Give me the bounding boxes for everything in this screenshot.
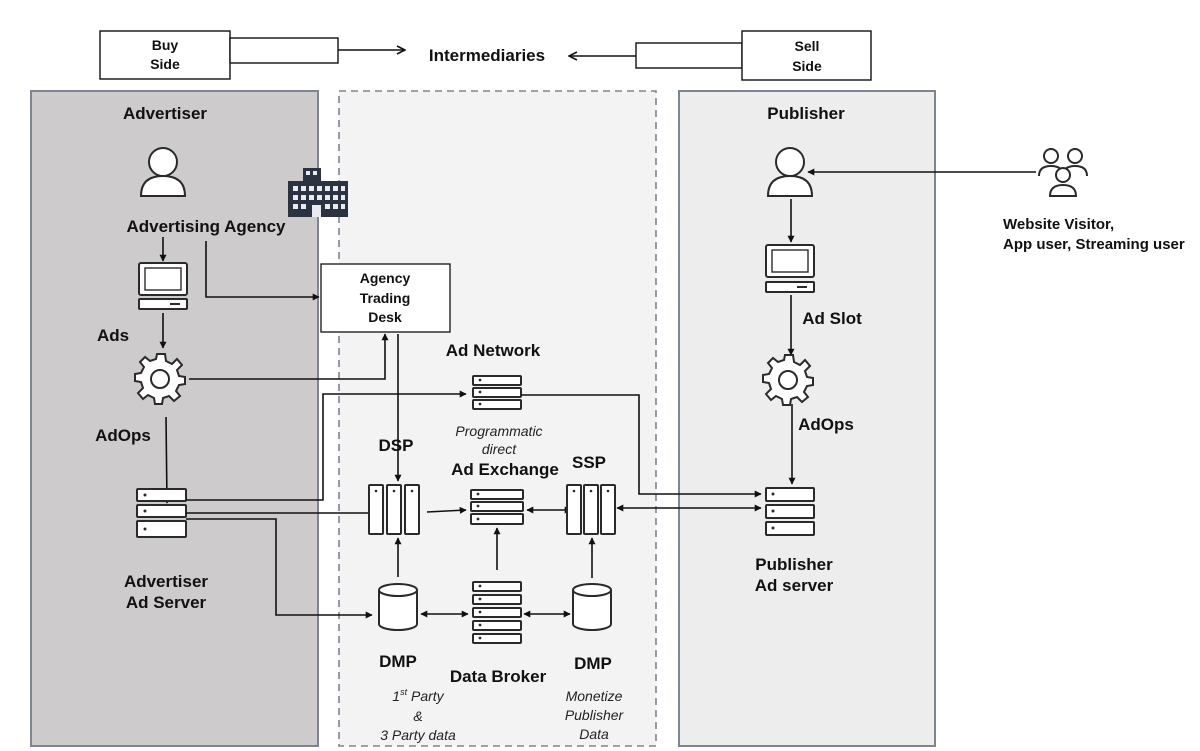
ssp-label: SSP [572, 453, 606, 472]
ad-network-label: Ad Network [446, 341, 541, 360]
dmp-right-label: DMP [574, 654, 612, 673]
advertising-agency-label: Advertising Agency [126, 217, 286, 236]
ad-network-to-publisher-arrow [521, 394, 762, 498]
ad-network-server-icon [472, 375, 522, 410]
buy-side-box: Buy Side [99, 30, 231, 80]
dsp-to-exchange-arrow [426, 506, 467, 514]
sell-side-box: Sell Side [741, 30, 872, 81]
dsp-server-rack-icon [368, 484, 420, 535]
monetize-label-1: Monetize [566, 688, 623, 704]
advertiser-ad-server-label-2: Ad Server [126, 593, 207, 612]
first-party-number: 1 [392, 688, 400, 704]
trading-desk-label-3: Desk [368, 309, 402, 325]
dsp-label: DSP [379, 436, 414, 455]
visitors-label-2: App user, Streaming user [1003, 236, 1185, 253]
publisher-ad-server-label-2: Ad server [755, 576, 834, 595]
trading-desk-label-2: Trading [360, 290, 411, 306]
computer-icon [138, 262, 188, 310]
publisher-server-icon [765, 487, 815, 536]
publisher-computer-icon [765, 244, 815, 293]
monetize-label-2: Publisher [565, 707, 625, 723]
ads-label: Ads [97, 326, 129, 345]
advertiser-adops-label: AdOps [95, 426, 151, 445]
intermediaries-title: Intermediaries [429, 46, 545, 65]
publisher-gear-icon [762, 354, 814, 406]
ad-exchange-label: Ad Exchange [451, 460, 559, 479]
dmp-right-database-icon [572, 583, 612, 631]
programmatic-label-2: direct [482, 441, 517, 457]
visitors-label-1: Website Visitor, [1003, 216, 1114, 233]
sell-side-connector [635, 42, 743, 69]
publisher-person-icon [766, 147, 814, 197]
adserver-to-dmp-arrow [186, 518, 373, 619]
first-party-rest: Party [407, 688, 445, 704]
buy-side-label-2: Side [150, 56, 180, 72]
publisher-panel [678, 90, 936, 747]
advertiser-panel [30, 90, 319, 747]
dmp-left-database-icon [378, 583, 418, 631]
intermediaries-panel [338, 90, 657, 747]
advertiser-title: Advertiser [123, 104, 207, 123]
data-broker-server-icon [472, 581, 522, 644]
advertiser-server-icon [136, 488, 187, 538]
person-icon [139, 147, 187, 197]
building-icon [288, 168, 348, 217]
data-broker-label: Data Broker [450, 667, 547, 686]
trading-desk-label-1: Agency [360, 270, 411, 286]
adops-to-trading-desk-arrow [189, 333, 389, 380]
publisher-title: Publisher [767, 104, 845, 123]
buy-side-connector [229, 37, 339, 64]
users-group-icon [1038, 148, 1088, 197]
publisher-adops-label: AdOps [798, 415, 854, 434]
first-party-label: 1st Party [392, 687, 444, 704]
publisher-ad-server-label-1: Publisher [755, 555, 833, 574]
party-ampersand-label: & [413, 708, 422, 724]
third-party-label: 3 Party data [380, 727, 456, 743]
sell-side-label-1: Sell [795, 38, 820, 54]
adserver-to-ad-network-arrow [186, 390, 467, 501]
agency-trading-desk-box: Agency Trading Desk [320, 263, 451, 333]
ad-slot-label: Ad Slot [802, 309, 862, 328]
dmp-left-label: DMP [379, 652, 417, 671]
buy-side-label-1: Buy [152, 37, 179, 53]
advertiser-ad-server-label-1: Advertiser [124, 572, 208, 591]
agency-to-trading-desk-arrow [205, 241, 320, 301]
first-party-superscript: st [400, 687, 408, 697]
programmatic-label-1: Programmatic [455, 423, 542, 439]
sell-side-label-2: Side [792, 58, 822, 74]
ad-exchange-server-icon [470, 489, 524, 525]
monetize-label-3: Data [579, 726, 609, 742]
ssp-server-rack-icon [566, 484, 616, 535]
gear-icon [134, 353, 186, 405]
